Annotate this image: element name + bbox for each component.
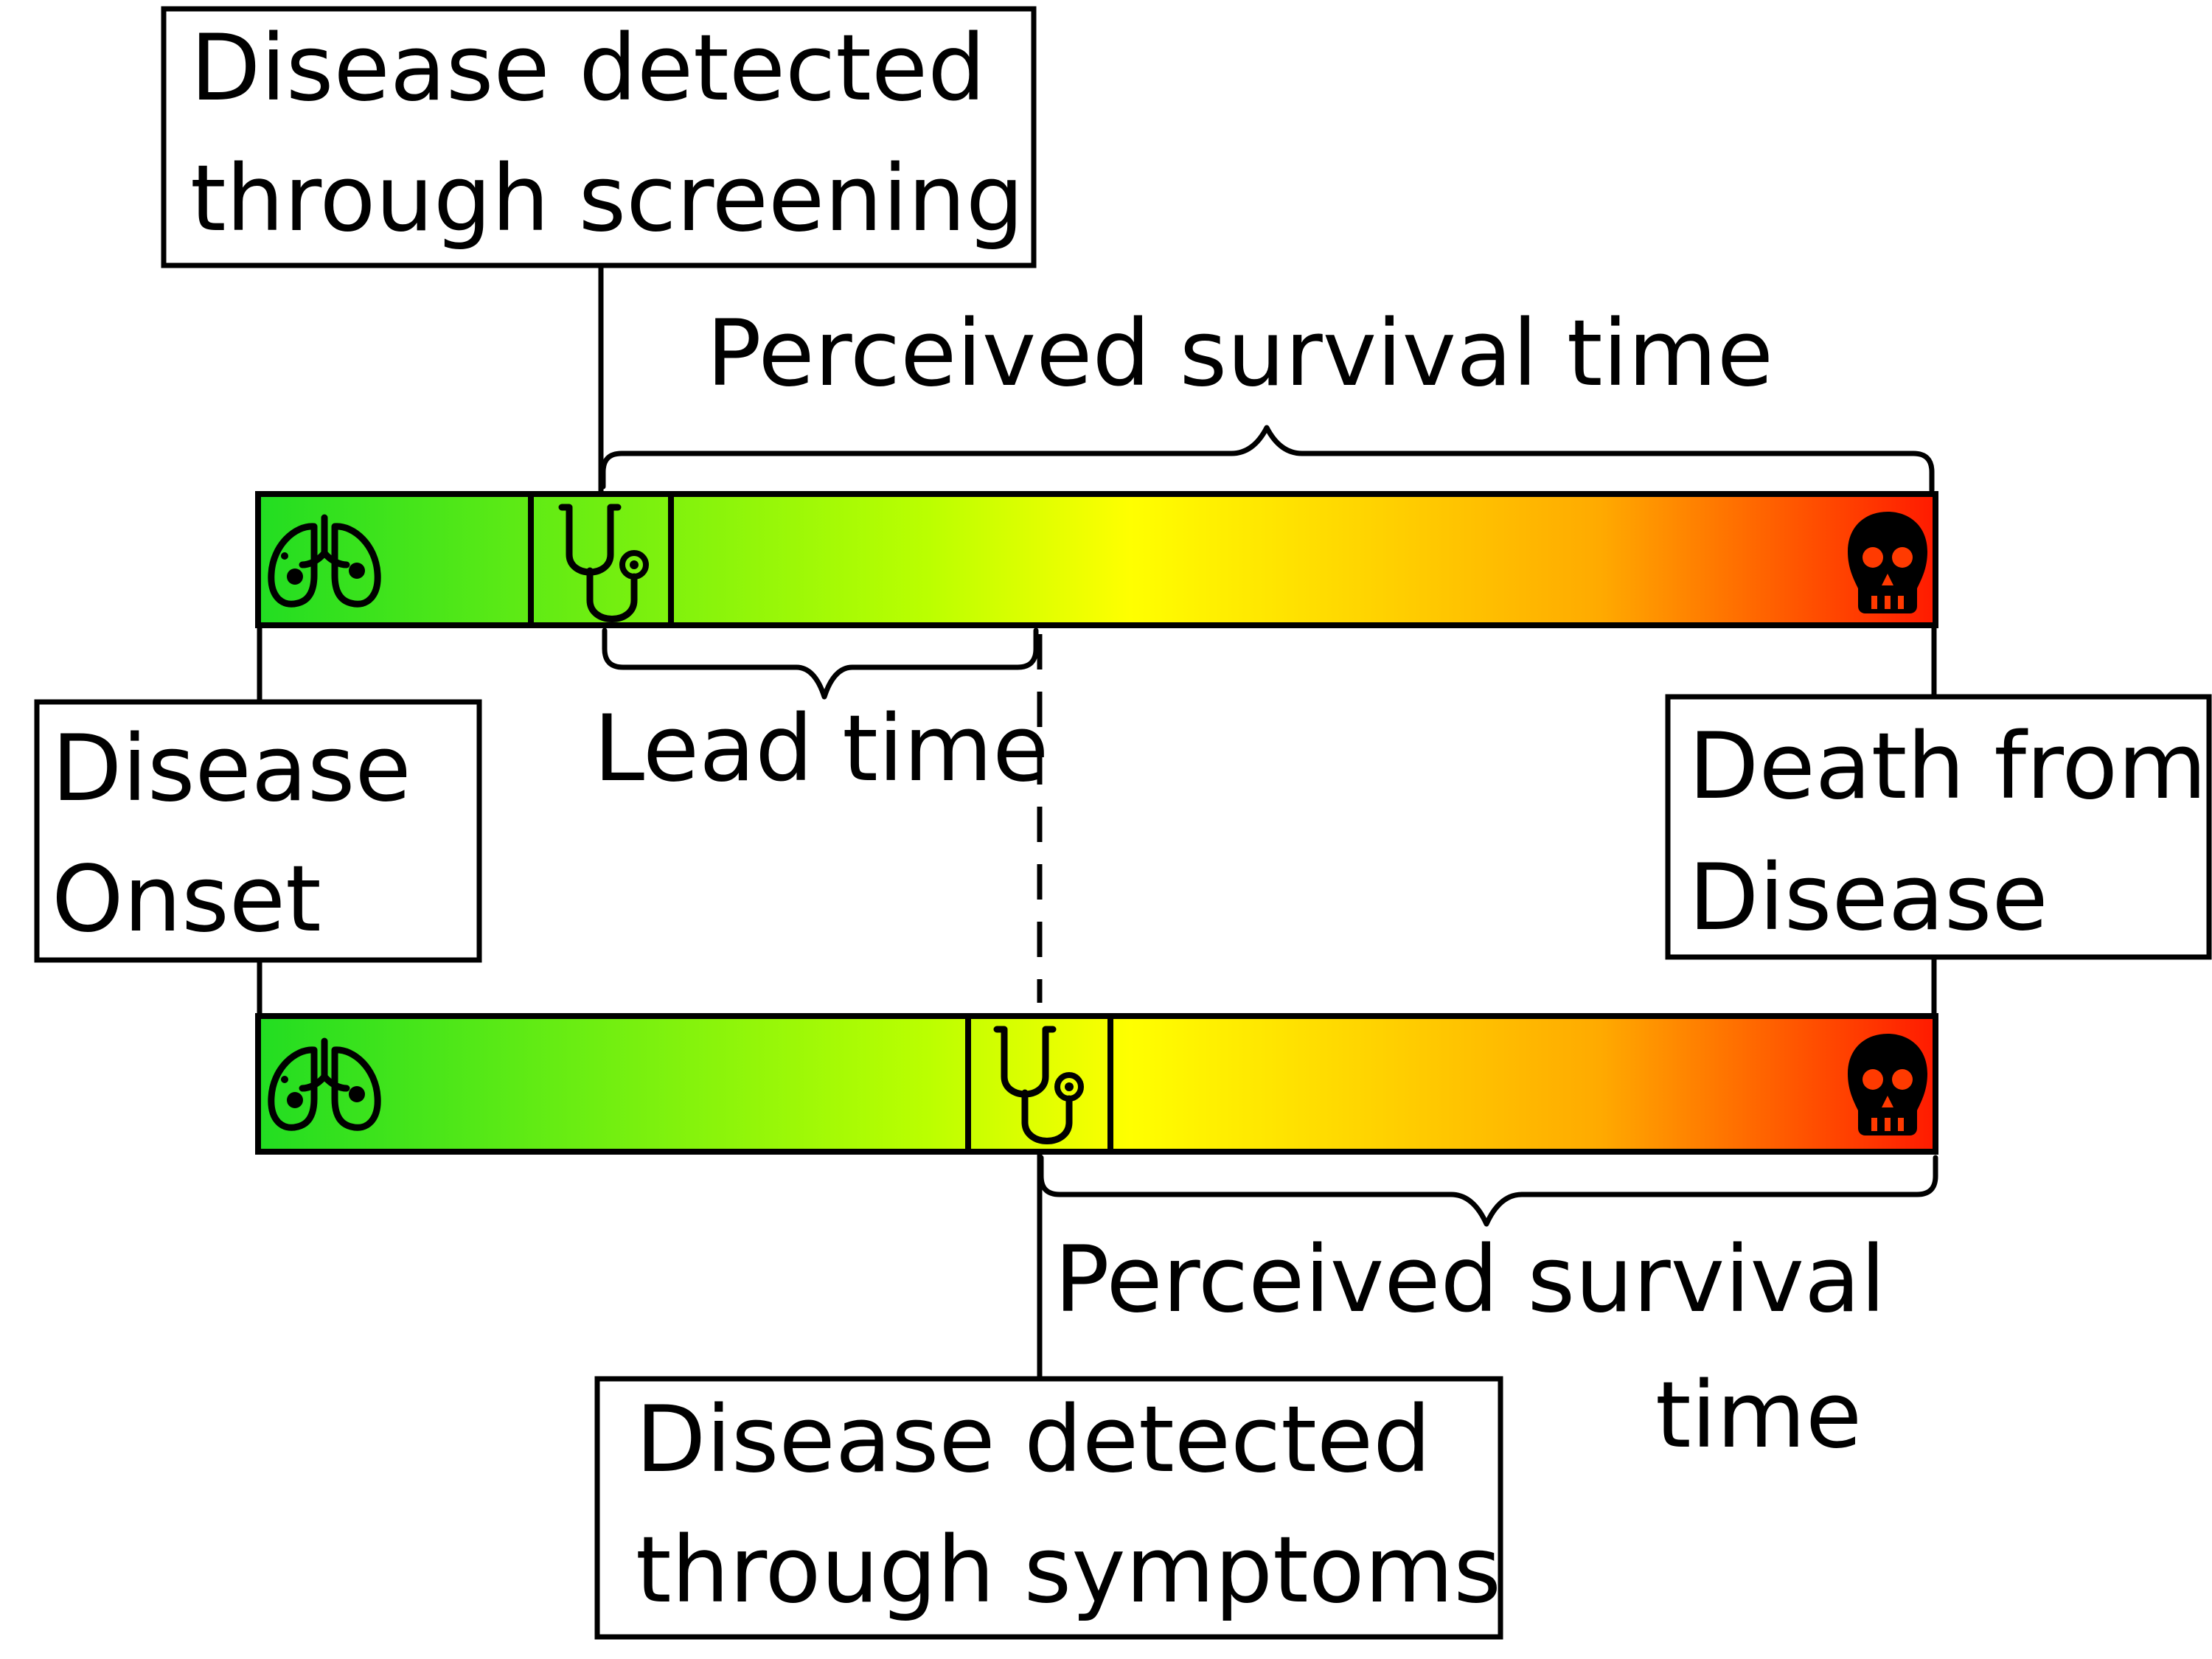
onset-box-line-2: Onset xyxy=(52,846,321,953)
perceived-survival-label-bottom-1: Perceived survival xyxy=(1054,1227,1885,1333)
death-box-line-2: Disease xyxy=(1688,845,2048,951)
lead-time-brace xyxy=(602,627,1039,700)
perceived-survival-label-bottom-2: time xyxy=(1655,1363,1862,1469)
perceived-survival-brace-bottom xyxy=(1038,1155,1938,1227)
screening-box-line-2: through screening xyxy=(190,146,1024,252)
skull-icon xyxy=(1848,512,1927,613)
symptoms-box-line-2: through symptoms xyxy=(636,1517,1501,1624)
death-from-disease-box: Death from Disease xyxy=(1665,694,2212,960)
screening-box-line-1: Disease detected xyxy=(190,15,986,122)
death-box-line-1: Death from xyxy=(1688,714,2207,820)
onset-box-line-1: Disease xyxy=(52,716,411,822)
disease-onset-box: Disease Onset xyxy=(34,699,482,963)
perceived-survival-label-top: Perceived survival time xyxy=(706,301,1773,407)
lead-time-label: Lead time xyxy=(594,696,1048,802)
screening-detection-box: Disease detected through screening xyxy=(161,6,1037,268)
symptoms-timeline-bar xyxy=(255,1013,1938,1155)
skull-icon xyxy=(1848,1034,1927,1135)
screening-timeline-bar xyxy=(255,491,1938,628)
perceived-survival-brace-top xyxy=(600,425,1935,493)
symptoms-detection-box: Disease detected through symptoms xyxy=(594,1376,1503,1640)
symptoms-box-line-1: Disease detected xyxy=(636,1387,1431,1493)
